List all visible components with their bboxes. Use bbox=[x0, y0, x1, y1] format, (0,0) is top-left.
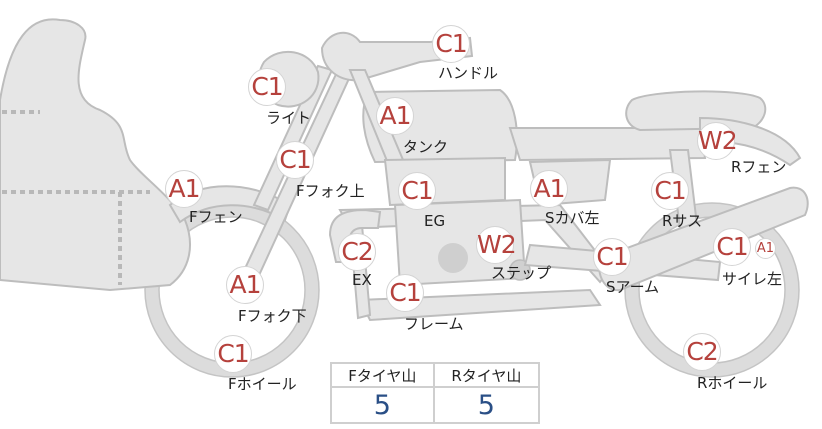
frame-grade-badge: C1 bbox=[386, 274, 424, 312]
f-fork-lower-label: Fフォク下 bbox=[238, 307, 307, 325]
tank-label: タンク bbox=[403, 138, 449, 156]
swing-arm-grade-badge: C1 bbox=[593, 238, 631, 276]
f-fork-lower-grade-badge: A1 bbox=[226, 266, 264, 304]
handle-label: ハンドル bbox=[438, 64, 499, 82]
side-cover-l-label: Sカバ左 bbox=[545, 209, 600, 227]
f-wheel-label: Fホイール bbox=[228, 375, 297, 393]
f-fork-upper-label: Fフォク上 bbox=[296, 182, 365, 200]
muffler-l-extra-grade-badge: A1 bbox=[755, 238, 776, 259]
f-fender-grade-badge: A1 bbox=[165, 170, 203, 208]
side-cover-l-grade-badge: A1 bbox=[530, 170, 568, 208]
light-label: ライト bbox=[266, 109, 312, 127]
rear-wheel-shape bbox=[625, 203, 799, 377]
fairing-shape bbox=[0, 18, 191, 292]
light-grade-badge: C1 bbox=[248, 68, 286, 106]
swing-arm-label: Sアーム bbox=[606, 278, 660, 296]
step-grade-badge: W2 bbox=[476, 226, 517, 264]
f-fork-upper-grade-badge: C1 bbox=[276, 141, 314, 179]
rear-tire-value: 5 bbox=[432, 386, 541, 424]
engine-label: EG bbox=[424, 212, 446, 230]
rear-tire-header: Rタイヤ山 bbox=[432, 362, 541, 388]
front-tire-header: Fタイヤ山 bbox=[330, 362, 435, 388]
tank-grade-badge: A1 bbox=[376, 97, 414, 135]
step-label: ステップ bbox=[491, 264, 552, 282]
front-tire-value: 5 bbox=[330, 386, 435, 424]
engine-grade-badge: C1 bbox=[398, 172, 436, 210]
r-fender-label: Rフェン bbox=[731, 158, 787, 176]
frame-label: フレーム bbox=[404, 315, 464, 333]
muffler-l-grade-badge: C1 bbox=[713, 228, 751, 266]
muffler-shape bbox=[598, 186, 809, 292]
f-wheel-grade-badge: C1 bbox=[214, 335, 252, 373]
r-wheel-grade-badge: C2 bbox=[683, 333, 721, 371]
exhaust-label: EX bbox=[352, 271, 372, 289]
exhaust-grade-badge: C2 bbox=[338, 233, 376, 271]
f-fender-label: Fフェン bbox=[189, 208, 243, 226]
r-suspension-grade-badge: C1 bbox=[651, 172, 689, 210]
r-wheel-label: Rホイール bbox=[697, 374, 768, 392]
tire-tread-table: Fタイヤ山 Rタイヤ山 5 5 bbox=[330, 362, 541, 424]
r-fender-grade-badge: W2 bbox=[697, 122, 738, 160]
handle-grade-badge: C1 bbox=[432, 25, 470, 63]
muffler-l-label: サイレ左 bbox=[722, 270, 783, 288]
r-suspension-label: Rサス bbox=[662, 212, 703, 230]
